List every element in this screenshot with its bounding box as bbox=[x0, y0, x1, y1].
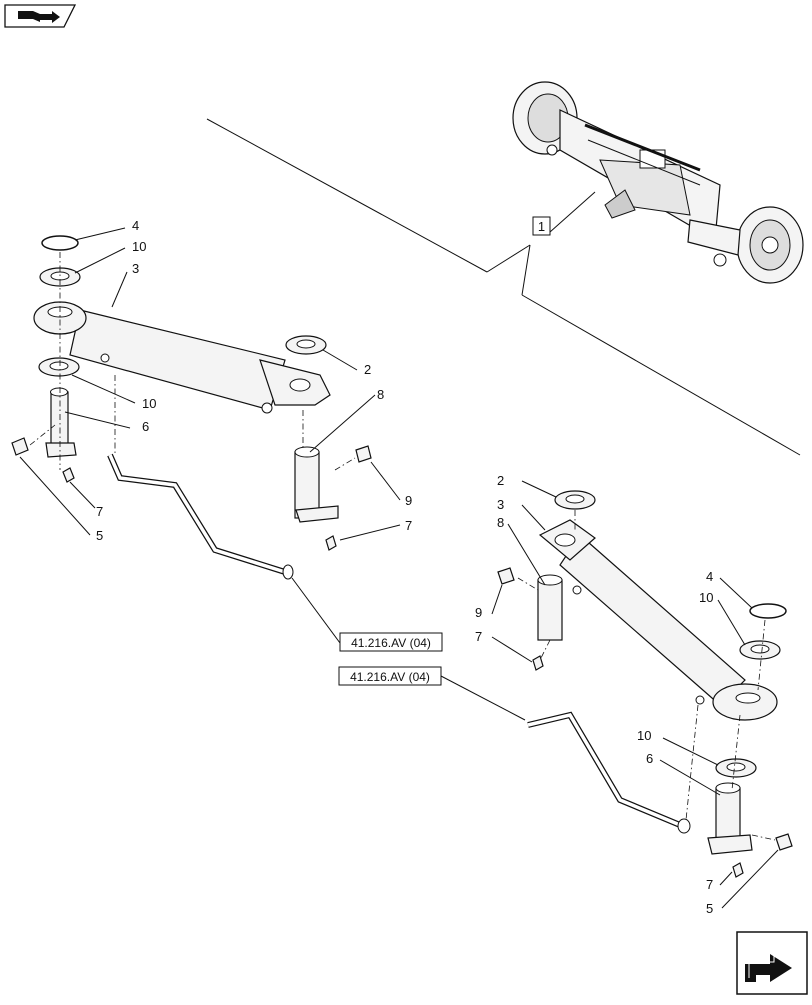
left-callout-leaders bbox=[19, 227, 401, 644]
hydraulic-cylinder bbox=[33, 301, 331, 414]
callout-4-right: 4 bbox=[706, 569, 713, 584]
callout-10: 10 bbox=[132, 239, 146, 254]
snap-ring-right bbox=[749, 603, 787, 619]
callout-4: 4 bbox=[132, 218, 139, 233]
callout-7-right-c: 7 bbox=[706, 877, 713, 892]
next-page-arrow-icon[interactable] bbox=[736, 931, 808, 995]
callout-10-right: 10 bbox=[699, 590, 713, 605]
reference-box-right[interactable]: 41.216.AV (04) bbox=[338, 666, 442, 686]
book-with-arrow-icon[interactable] bbox=[4, 4, 77, 28]
callout-10-lower: 10 bbox=[142, 396, 156, 411]
callout-9: 9 bbox=[405, 493, 412, 508]
callout-8-right: 8 bbox=[497, 515, 504, 530]
callout-2: 2 bbox=[364, 362, 371, 377]
grease-fitting bbox=[11, 437, 29, 456]
callout-5: 5 bbox=[96, 528, 103, 543]
reference-hose-left: 41.216.AV (04) bbox=[351, 636, 431, 650]
callout-2-right: 2 bbox=[497, 473, 504, 488]
reference-box-left[interactable]: 41.216.AV (04) bbox=[339, 632, 443, 652]
snap-ring bbox=[41, 235, 79, 251]
right-callout-leaders bbox=[491, 480, 779, 909]
callout-9-right: 9 bbox=[475, 605, 482, 620]
callout-5-right: 5 bbox=[706, 901, 713, 916]
pivot-pin-right bbox=[294, 446, 339, 523]
left-cylinder-group bbox=[11, 235, 372, 580]
bolt-right-c bbox=[732, 862, 744, 878]
right-cylinder-group bbox=[497, 490, 793, 878]
callout-6-right: 6 bbox=[646, 751, 653, 766]
callout-3: 3 bbox=[132, 261, 139, 276]
callout-7: 7 bbox=[96, 504, 103, 519]
bolt-right bbox=[325, 535, 337, 551]
pivot-pin-right-c bbox=[707, 782, 753, 855]
callout-7-right-b: 7 bbox=[475, 629, 482, 644]
grease-fitting-right-c bbox=[775, 833, 793, 851]
pivot-pin-right-b bbox=[537, 574, 563, 641]
hydraulic-cylinder-right bbox=[538, 519, 778, 721]
callout-8: 8 bbox=[377, 387, 384, 402]
hose-fitting-right bbox=[677, 818, 691, 834]
callout-6: 6 bbox=[142, 419, 149, 434]
reference-hose-right: 41.216.AV (04) bbox=[350, 670, 430, 684]
callout-assembly-label: 1 bbox=[538, 219, 545, 234]
bolt bbox=[62, 467, 75, 483]
front-axle-assembly bbox=[512, 81, 804, 284]
grease-fitting-right bbox=[355, 445, 372, 463]
bolt-right-b bbox=[532, 655, 544, 671]
grease-fitting-right-b bbox=[497, 567, 515, 585]
hose-fitting bbox=[282, 564, 294, 580]
callout-7-right: 7 bbox=[405, 518, 412, 533]
callout-10-right-lower: 10 bbox=[637, 728, 651, 743]
assembly-connector-lines bbox=[206, 118, 801, 456]
callout-assembly: 1 bbox=[532, 216, 551, 236]
pivot-pin bbox=[45, 387, 77, 458]
callout-3-right: 3 bbox=[497, 497, 504, 512]
